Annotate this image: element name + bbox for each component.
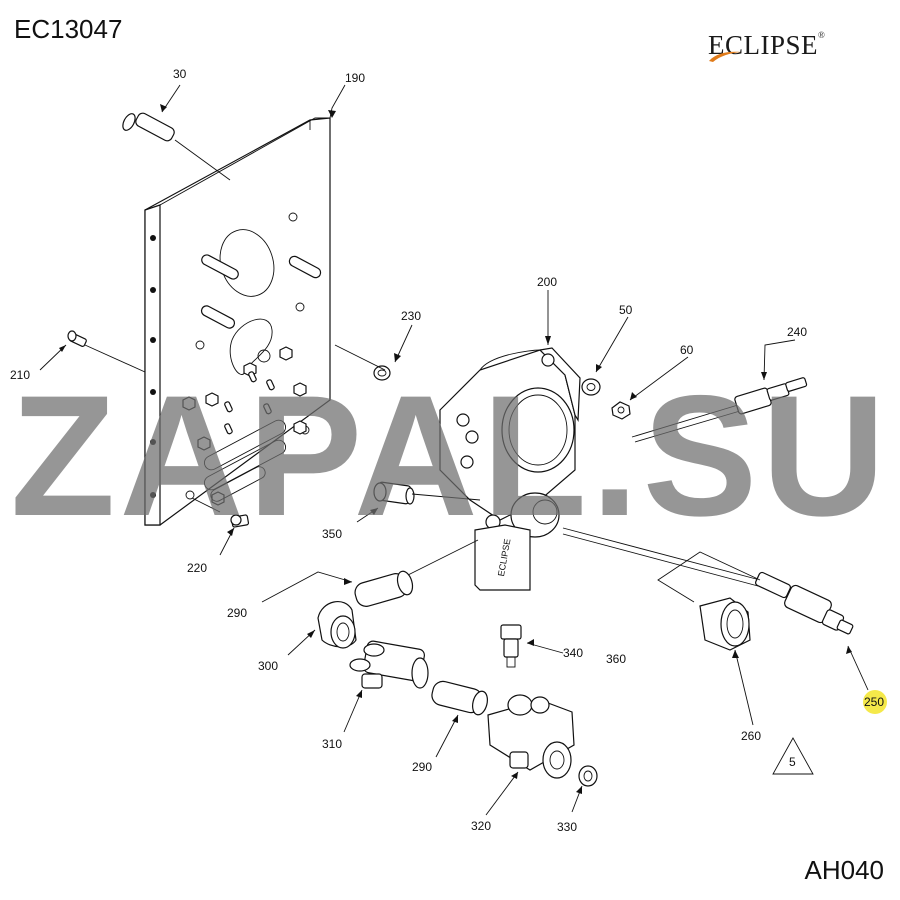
flange-holes <box>150 235 156 498</box>
screw-220 <box>230 514 250 528</box>
note-triangle: 5 <box>772 737 814 775</box>
callout-290-upper: 290 <box>227 606 247 620</box>
fitting-340 <box>500 624 522 668</box>
callout-labels: 30 190 200 50 60 240 230 210 350 220 290… <box>10 67 884 834</box>
nut-60 <box>611 401 631 420</box>
tee-310 <box>349 640 429 689</box>
callout-240: 240 <box>787 325 807 339</box>
drawing-code-top: EC13047 <box>14 14 123 44</box>
callout-340: 340 <box>563 646 583 660</box>
callout-350: 350 <box>322 527 342 541</box>
flame-rod-250 <box>562 527 854 635</box>
callout-50: 50 <box>619 303 633 317</box>
logo-text: ECLIPSE <box>708 30 819 60</box>
valve-320 <box>487 694 575 779</box>
logo-registered-mark: ® <box>818 30 826 40</box>
callout-360: 360 <box>606 652 626 666</box>
washer-50 <box>581 378 601 396</box>
callout-190: 190 <box>345 71 365 85</box>
callout-220: 220 <box>187 561 207 575</box>
callout-200: 200 <box>537 275 557 289</box>
nipple-290-lower <box>431 680 488 716</box>
fitting-350 <box>373 481 415 505</box>
elbow-300 <box>317 601 357 649</box>
nipple-290-upper <box>354 570 414 607</box>
callout-330: 330 <box>557 820 577 834</box>
igniter-240 <box>631 377 808 443</box>
callout-60: 60 <box>680 343 694 357</box>
callout-300: 300 <box>258 659 278 673</box>
callout-250: 250 <box>864 695 884 709</box>
drawing-code-bottom: AH040 <box>804 855 885 885</box>
coupling-260 <box>699 597 751 651</box>
logo-swoosh-icon <box>709 51 741 62</box>
eclipse-logo: ECLIPSE® <box>708 30 826 62</box>
mounting-plate <box>144 117 331 526</box>
callout-260: 260 <box>741 729 761 743</box>
screw-210 <box>67 330 87 347</box>
note-number: 5 <box>789 755 796 769</box>
callout-30: 30 <box>173 67 187 81</box>
plug-330 <box>578 765 598 787</box>
screw-230 <box>373 365 391 381</box>
leader-arrows <box>59 104 852 794</box>
callout-320: 320 <box>471 819 491 833</box>
callout-310: 310 <box>322 737 342 751</box>
burner-body: ECLIPSE <box>439 347 581 591</box>
callout-210: 210 <box>10 368 30 382</box>
callout-290-lower: 290 <box>412 760 432 774</box>
screw-30 <box>122 112 175 142</box>
watermark: ZAPAL.SU <box>10 360 890 552</box>
callout-230: 230 <box>401 309 421 323</box>
highlight-marker <box>863 690 887 714</box>
